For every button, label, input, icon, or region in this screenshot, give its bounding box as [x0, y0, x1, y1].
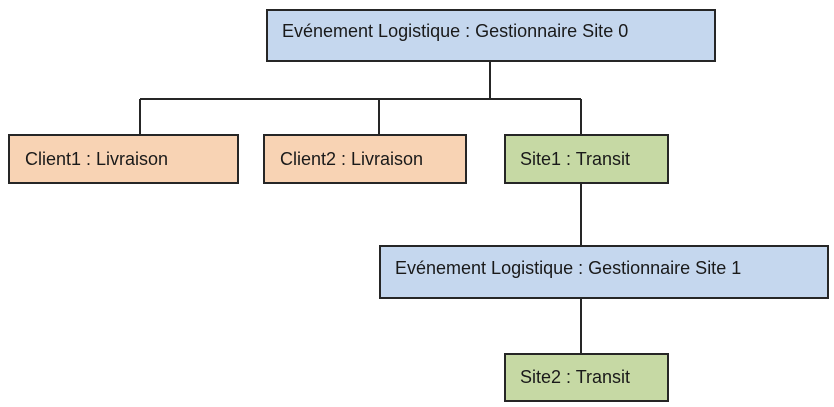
node-manager-site-1: Evénement Logistique : Gestionnaire Site… — [379, 245, 829, 299]
node-client1-delivery: Client1 : Livraison — [8, 134, 239, 184]
node-site2-transit: Site2 : Transit — [504, 353, 669, 402]
node-client2-delivery: Client2 : Livraison — [263, 134, 467, 184]
node-manager-site-0: Evénement Logistique : Gestionnaire Site… — [266, 9, 716, 62]
node-label: Client1 : Livraison — [25, 148, 169, 169]
node-label: Evénement Logistique : Gestionnaire Site… — [282, 21, 629, 41]
node-label: Site2 : Transit — [520, 367, 631, 387]
node-site1-transit: Site1 : Transit — [504, 134, 669, 184]
node-label: Client2 : Livraison — [280, 148, 424, 169]
node-label: Evénement Logistique : Gestionnaire Site… — [395, 257, 742, 278]
node-label: Site1 : Transit — [520, 148, 631, 169]
